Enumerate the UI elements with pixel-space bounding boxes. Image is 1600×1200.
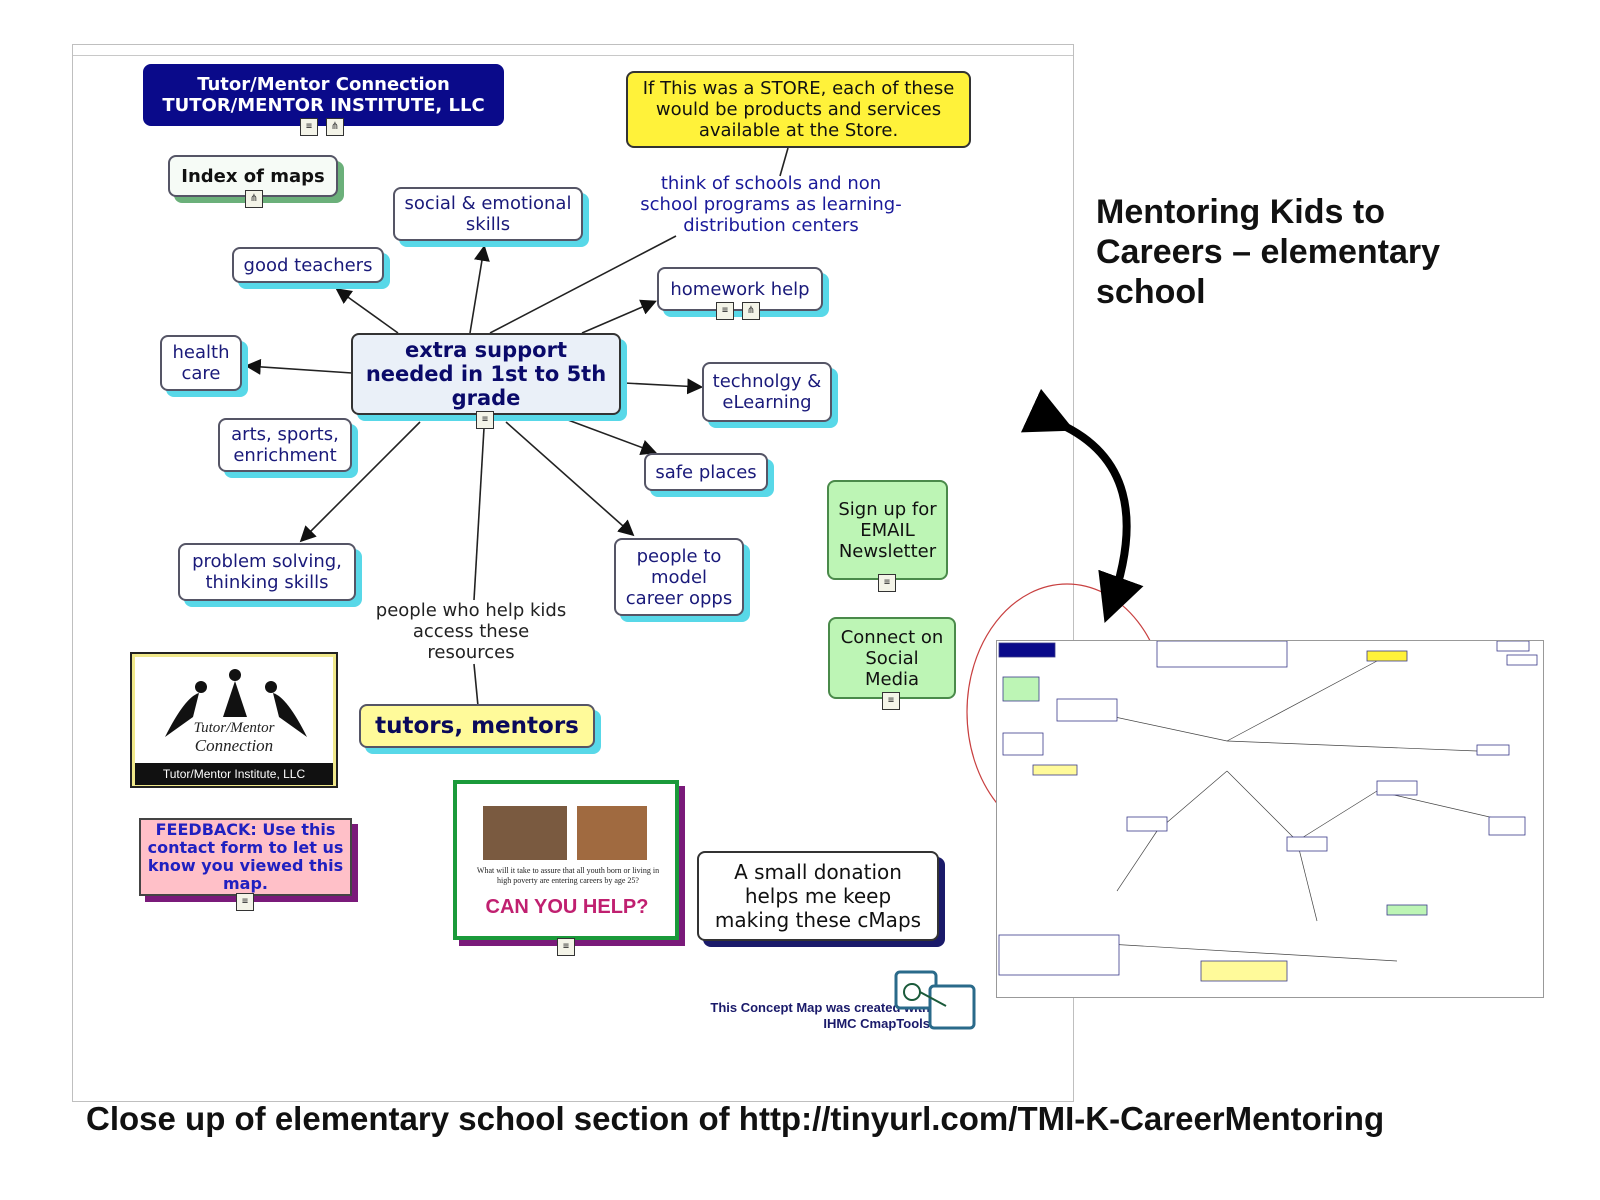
document-icon[interactable]: ≡ <box>716 302 734 320</box>
document-icon[interactable]: ≡ <box>300 118 318 136</box>
sitemap-icon[interactable]: ⋔ <box>742 302 760 320</box>
document-icon[interactable]: ≡ <box>878 574 896 592</box>
logo-footer: Tutor/Mentor Institute, LLC <box>135 763 333 785</box>
panel-top-rule <box>73 55 1073 56</box>
document-icon[interactable]: ≡ <box>882 692 900 710</box>
flyer-photo-right <box>577 806 647 860</box>
document-icon[interactable]: ≡ <box>476 411 494 429</box>
link-to-helpers <box>473 427 485 601</box>
flyer-photo-left <box>483 806 567 860</box>
tutor-mentor-logo[interactable]: Tutor/Mentor Connection Tutor/Mentor Ins… <box>130 652 338 788</box>
store-note: If This was a STORE, each of these would… <box>626 71 971 148</box>
schools-note: think of schools and non school programs… <box>640 172 902 236</box>
node-technology: technolgy & eLearning <box>702 362 832 422</box>
node-health-care: health care <box>160 335 242 391</box>
node-people-model: people to model career opps <box>614 538 744 616</box>
connect-social-media[interactable]: Connect on Social Media <box>828 617 956 699</box>
full-map-thumbnail[interactable] <box>996 640 1544 998</box>
header-line1: Tutor/Mentor Connection <box>197 74 450 95</box>
page-caption: Close up of elementary school section of… <box>86 1100 1385 1137</box>
document-icon[interactable]: ≡ <box>557 938 575 956</box>
donation-box[interactable]: A small donation helps me keep making th… <box>697 851 939 941</box>
signup-newsletter[interactable]: Sign up for EMAIL Newsletter <box>827 480 948 580</box>
link-to-safe <box>567 419 657 456</box>
header-box[interactable]: Tutor/Mentor Connection TUTOR/MENTOR INS… <box>143 64 504 126</box>
page-title: Mentoring Kids to Careers – elementary s… <box>1096 193 1441 311</box>
link-to-people <box>505 421 635 537</box>
node-center-topic: extra support needed in 1st to 5th grade <box>351 333 621 415</box>
link-to-problem <box>299 421 421 543</box>
feedback-box[interactable]: FEEDBACK: Use this contact form to let u… <box>139 818 352 896</box>
sitemap-icon[interactable]: ⋔ <box>245 190 263 208</box>
node-tutors-mentors: tutors, mentors <box>359 704 595 748</box>
link-to-teachers <box>335 288 399 334</box>
node-homework-help: homework help <box>657 267 823 311</box>
credit-line2: IHMC CmapTools <box>823 1016 930 1031</box>
logo-figures-icon: Tutor/Mentor Connection <box>165 669 307 755</box>
cmaptools-credit: This Concept Map was created with IHMC C… <box>640 1000 930 1032</box>
thumbnail-map-sketch <box>998 641 1538 982</box>
cmaptools-logo-icon <box>894 970 976 1030</box>
document-icon[interactable]: ≡ <box>236 893 254 911</box>
node-problem-solving: problem solving, thinking skills <box>178 543 356 601</box>
link-helpers-tutors <box>473 663 479 707</box>
node-arts-sports: arts, sports, enrichment <box>218 418 352 472</box>
flyer-question: What will it take to assure that all you… <box>476 866 660 885</box>
logo-line1: Tutor/Mentor <box>194 720 275 736</box>
link-store-note <box>779 147 789 177</box>
logo-line2: Connection <box>195 736 273 755</box>
sitemap-icon[interactable]: ⋔ <box>326 118 344 136</box>
link-to-homework <box>581 299 657 334</box>
credit-line1: This Concept Map was created with <box>710 1000 930 1015</box>
flyer-headline: CAN YOU HELP? <box>485 896 649 918</box>
fundraising-flyer[interactable]: What will it take to assure that all you… <box>453 780 679 940</box>
node-social-emotional: social & emotional skills <box>393 187 583 241</box>
link-to-social <box>469 244 490 334</box>
node-safe-places: safe places <box>644 453 768 491</box>
node-helpers: people who help kids access these resour… <box>375 599 567 663</box>
link-to-schools-note <box>489 235 677 334</box>
link-to-health <box>244 358 353 375</box>
header-line2: TUTOR/MENTOR INSTITUTE, LLC <box>162 95 485 116</box>
node-good-teachers: good teachers <box>232 247 384 283</box>
link-to-tech <box>623 378 704 395</box>
curved-double-arrow <box>1020 388 1144 624</box>
